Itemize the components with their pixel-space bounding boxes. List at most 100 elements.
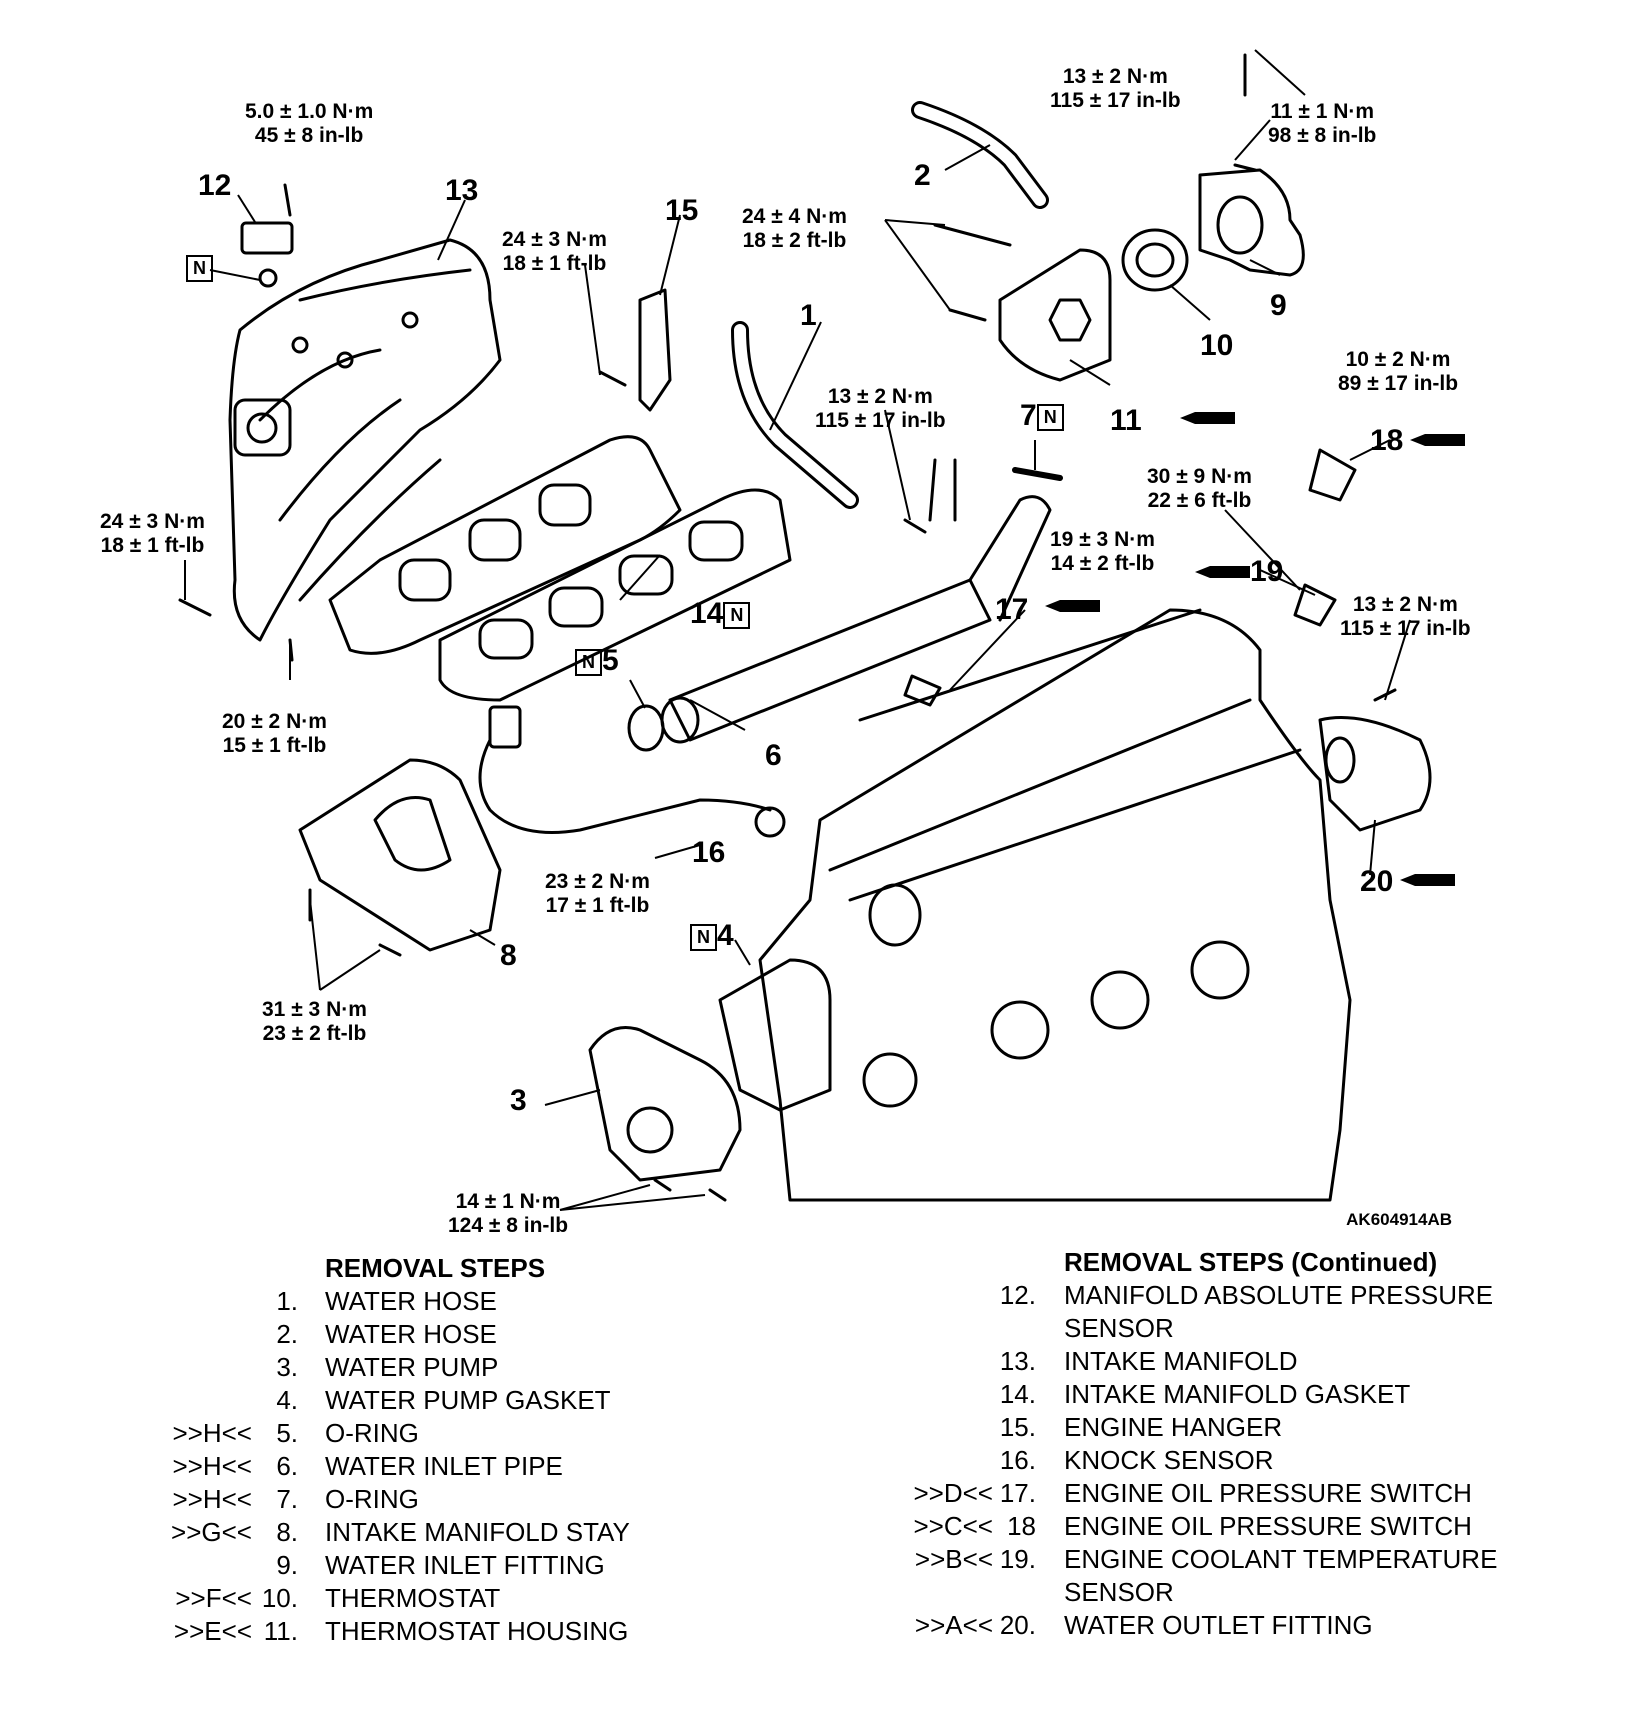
removal-step-row: >>H<<5.O-RING xyxy=(0,1417,816,1450)
callout-17: 17 xyxy=(995,593,1029,626)
step-text: INTAKE MANIFOLD GASKET xyxy=(1064,1379,1411,1409)
new-part-mark: N xyxy=(690,923,717,951)
step-number: 20. xyxy=(999,1610,1036,1640)
step-number: 6. xyxy=(276,1451,298,1481)
removal-step-row: >>C<< 18 ENGINE OIL PRESSURE SWITCH xyxy=(816,1510,1632,1543)
removal-step-row: 3. WATER PUMP xyxy=(0,1351,816,1384)
o-ring-5-drawing xyxy=(627,704,665,752)
step-text: INTAKE MANIFOLD xyxy=(1064,1346,1298,1376)
service-point-mark: >>E<< xyxy=(173,1616,252,1646)
removal-step-row: 14.INTAKE MANIFOLD GASKET xyxy=(816,1378,1632,1411)
service-point-mark: >>C<< xyxy=(913,1511,993,1541)
service-point-mark: >>H<< xyxy=(172,1484,252,1514)
new-part-mark: N xyxy=(575,648,602,676)
service-point-mark: >>B<< xyxy=(914,1544,993,1574)
removal-step-row: >>B<<19. ENGINE COOLANT TEMPERATURE xyxy=(816,1543,1632,1576)
step-number: 3. xyxy=(276,1352,298,1382)
step-text: WATER PUMP xyxy=(325,1352,499,1382)
step-text: THERMOSTAT HOUSING xyxy=(325,1616,629,1646)
step-text: INTAKE MANIFOLD STAY xyxy=(325,1517,630,1547)
intake-manifold-gasket-drawing xyxy=(438,488,792,702)
knock-sensor-wire-drawing xyxy=(478,738,772,834)
step-text: ENGINE COOLANT TEMPERATURE xyxy=(1064,1544,1498,1574)
step-number: 10. xyxy=(261,1583,298,1613)
step-number: 2. xyxy=(276,1319,298,1349)
callout-19: 19 xyxy=(1250,555,1284,588)
service-point-mark: >>F<< xyxy=(175,1583,252,1613)
step-number: 13. xyxy=(999,1346,1036,1376)
new-part-mark: N xyxy=(723,601,751,629)
removal-step-row: >>G<<8.INTAKE MANIFOLD STAY xyxy=(0,1516,816,1549)
step-number: 7. xyxy=(276,1484,298,1514)
removal-step-row: 16.KNOCK SENSOR xyxy=(816,1444,1632,1477)
step-text: WATER OUTLET FITTING xyxy=(1064,1610,1373,1640)
step-number: 11. xyxy=(263,1616,298,1646)
removal-step-row: >>H<< 7. O-RING xyxy=(0,1483,816,1516)
removal-steps-heading: REMOVAL STEPS xyxy=(325,1253,546,1283)
map-sensor-drawing xyxy=(240,221,294,255)
callout-16: 16 xyxy=(692,836,726,869)
step-text: O-RING xyxy=(325,1484,419,1514)
callout-6: 6 xyxy=(765,739,782,772)
callout-15: 15 xyxy=(665,194,699,227)
removal-step-row: 13. INTAKE MANIFOLD xyxy=(816,1345,1632,1378)
service-point-mark: >>H<< xyxy=(172,1451,252,1481)
step-text: WATER INLET FITTING xyxy=(325,1550,605,1580)
removal-step-row: >>E<< 11. THERMOSTAT HOUSING xyxy=(0,1615,816,1648)
removal-step-row: >>D<<17.ENGINE OIL PRESSURE SWITCH xyxy=(816,1477,1632,1510)
callout-13: 13 xyxy=(445,174,479,207)
new-part-mark: N xyxy=(1036,403,1064,431)
step-number: 9. xyxy=(276,1550,298,1580)
new-part-mark: N xyxy=(186,255,213,282)
water-inlet-pipe-drawing xyxy=(668,578,992,742)
intake-manifold-drawing xyxy=(228,238,502,642)
removal-step-row: SENSOR xyxy=(816,1576,1632,1609)
diagram-drawing xyxy=(178,49,1465,1211)
callout-12: 12 xyxy=(198,169,232,202)
knock-sensor-connector-drawing xyxy=(488,705,522,749)
removal-step-row: >>A<<20.WATER OUTLET FITTING xyxy=(816,1609,1632,1642)
manifold-flange-drawing xyxy=(328,435,682,655)
service-point-mark: >>D<< xyxy=(913,1478,993,1508)
removal-step-row: 12.MANIFOLD ABSOLUTE PRESSURE xyxy=(816,1279,1632,1312)
step-text: ENGINE HANGER xyxy=(1064,1412,1283,1442)
figure-code: AK604914AB xyxy=(1346,1210,1452,1229)
step-number: 16. xyxy=(999,1445,1036,1475)
callout-20: 20 xyxy=(1360,865,1394,898)
water-pump-gasket-drawing xyxy=(718,958,832,1112)
leader-lines xyxy=(184,49,1411,1211)
service-point-mark: >>G<< xyxy=(171,1517,252,1547)
coolant-temp-sensor-drawing xyxy=(1293,583,1337,627)
step-text: WATER INLET PIPE xyxy=(325,1451,563,1481)
step-number: 18 xyxy=(1007,1511,1036,1541)
step-number: 12. xyxy=(999,1280,1036,1310)
removal-step-row: >>F<<10.THERMOSTAT xyxy=(0,1582,816,1615)
step-text: WATER HOSE xyxy=(325,1319,497,1349)
step-number: 1. xyxy=(276,1286,298,1316)
removal-step-row: 9. WATER INLET FITTING xyxy=(0,1549,816,1582)
step-text: ENGINE OIL PRESSURE SWITCH xyxy=(1064,1511,1472,1541)
removal-step-row: 15.ENGINE HANGER xyxy=(816,1411,1632,1444)
removal-step-row: SENSOR xyxy=(816,1312,1632,1345)
step-text: O-RING xyxy=(325,1418,419,1448)
engine-block-drawing xyxy=(758,608,1352,1202)
water-outlet-fitting-drawing xyxy=(1318,716,1432,832)
step-number: 19. xyxy=(999,1544,1036,1574)
intake-manifold-stay-drawing xyxy=(298,758,502,952)
callout-1: 1 xyxy=(800,299,817,332)
